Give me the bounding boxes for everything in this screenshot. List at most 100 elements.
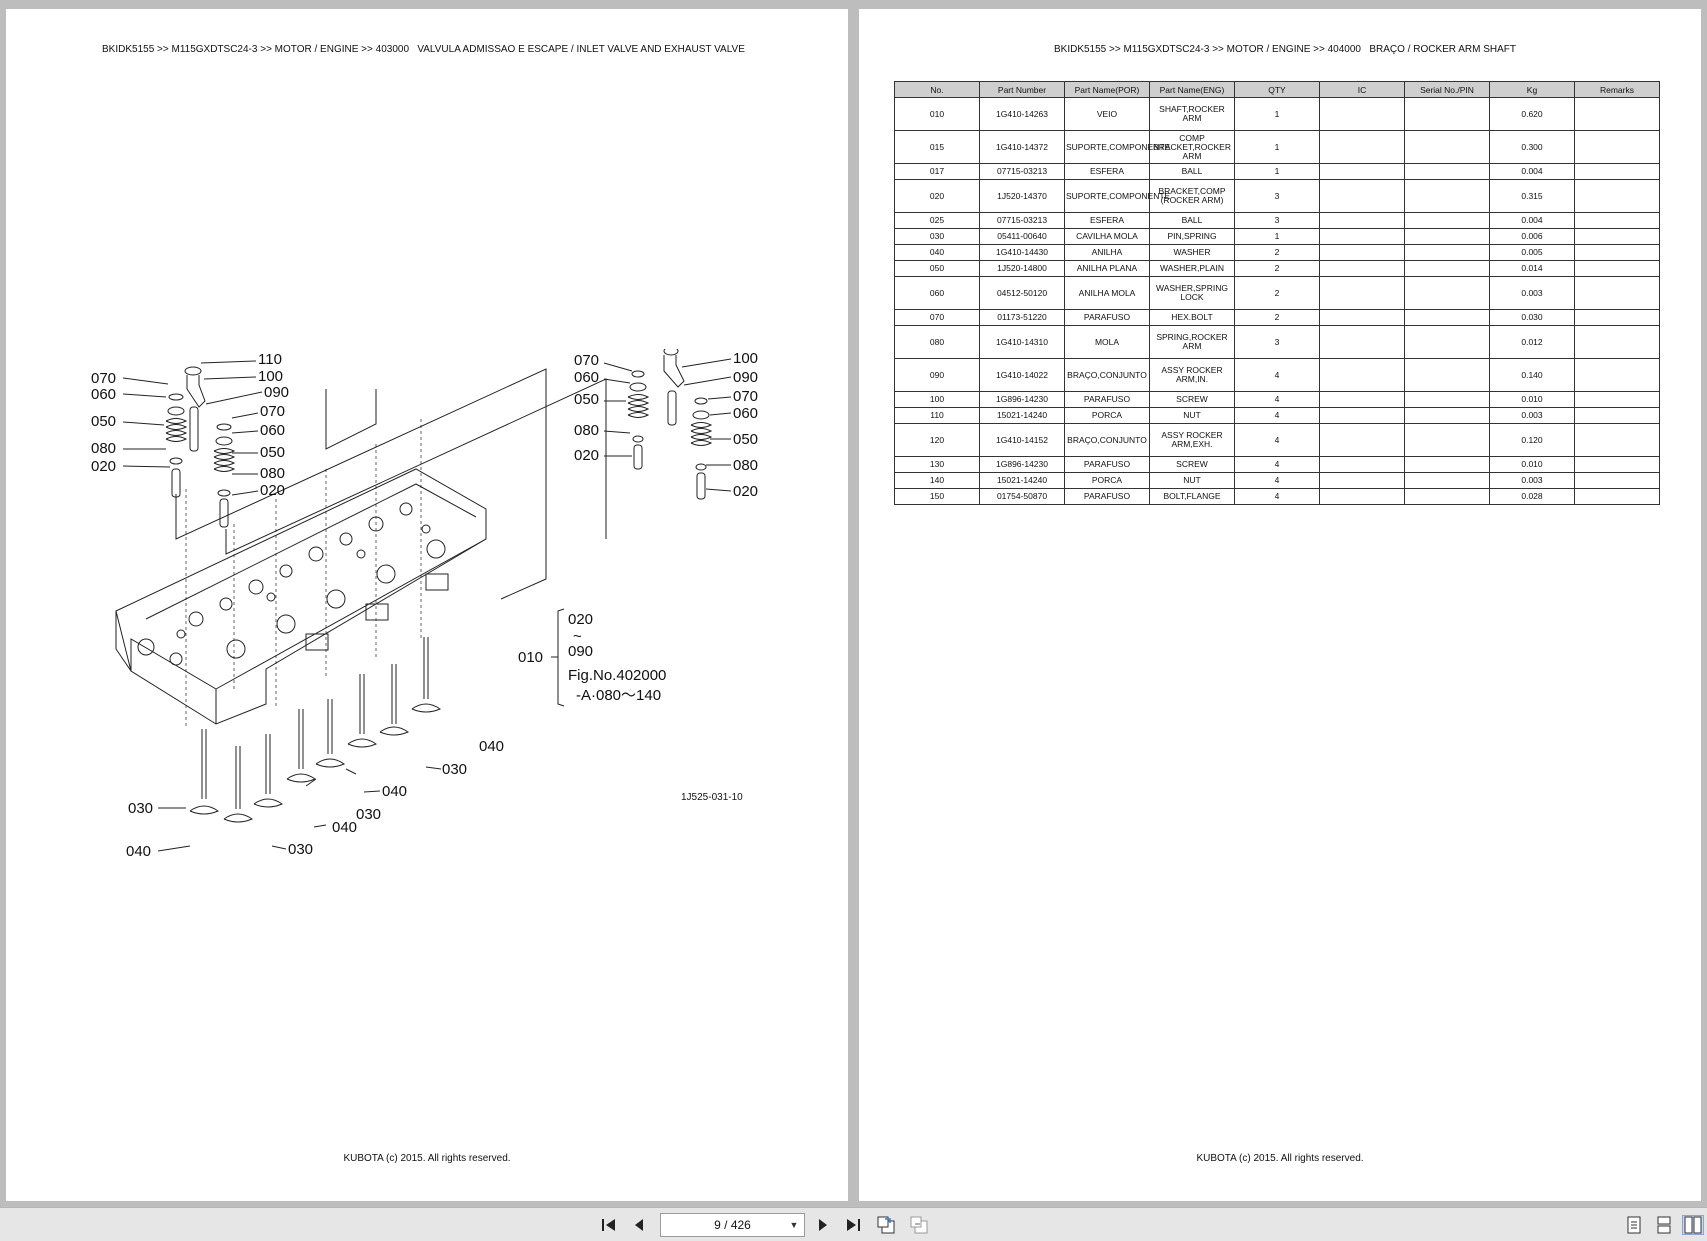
callout-060b: 060 bbox=[260, 422, 285, 439]
cell-part-number: 1J520-14800 bbox=[979, 260, 1065, 277]
cell-part-number: 05411-00640 bbox=[979, 228, 1065, 245]
col-header-ic: IC bbox=[1319, 81, 1405, 98]
cell-name-por: CAVILHA MOLA bbox=[1064, 228, 1150, 245]
cell-part-number: 15021-14240 bbox=[979, 472, 1065, 489]
next-page-icon[interactable] bbox=[812, 1215, 834, 1235]
cell-name-eng: WASHER,SPRING LOCK bbox=[1149, 276, 1235, 310]
cell-remarks bbox=[1574, 130, 1660, 164]
ref-range-top: 020 bbox=[568, 611, 593, 628]
left-page-header: BKIDK5155 >> M115GXDTSC24-3 >> MOTOR / E… bbox=[102, 44, 745, 55]
cell-remarks bbox=[1574, 391, 1660, 408]
cell-qty: 3 bbox=[1234, 179, 1320, 213]
cell-name-por: BRAÇO,CONJUNTO bbox=[1064, 358, 1150, 392]
cell-name-por: PARAFUSO bbox=[1064, 391, 1150, 408]
cell-name-eng: ASSY ROCKER ARM,EXH. bbox=[1149, 423, 1235, 457]
prev-page-icon[interactable] bbox=[628, 1215, 650, 1235]
page-number-field[interactable]: 9 / 426 ▼ bbox=[660, 1213, 805, 1237]
col-header-remarks: Remarks bbox=[1574, 81, 1660, 98]
cell-name-eng: NUT bbox=[1149, 407, 1235, 424]
cell-no: 025 bbox=[894, 212, 980, 229]
cell-no: 020 bbox=[894, 179, 980, 213]
cell-qty: 4 bbox=[1234, 358, 1320, 392]
cell-ic bbox=[1319, 97, 1405, 131]
cell-ic bbox=[1319, 358, 1405, 392]
cell-name-por: PORCA bbox=[1064, 472, 1150, 489]
cell-ic bbox=[1319, 391, 1405, 408]
continuous-icon[interactable] bbox=[1653, 1215, 1675, 1235]
fit-icon[interactable] bbox=[908, 1215, 930, 1235]
parts-table-header: No. Part Number Part Name(POR) Part Name… bbox=[894, 81, 1660, 98]
callout-r060: 060 bbox=[574, 369, 599, 386]
col-header-kg: Kg bbox=[1489, 81, 1575, 98]
callout-v040a: 040 bbox=[126, 843, 151, 860]
cell-ic bbox=[1319, 325, 1405, 359]
cell-remarks bbox=[1574, 228, 1660, 245]
cell-part-number: 1G410-14152 bbox=[979, 423, 1065, 457]
cell-no: 017 bbox=[894, 163, 980, 180]
cell-kg: 0.010 bbox=[1489, 456, 1575, 473]
cell-kg: 0.004 bbox=[1489, 163, 1575, 180]
cell-name-eng: WASHER,PLAIN bbox=[1149, 260, 1235, 277]
cell-kg: 0.003 bbox=[1489, 407, 1575, 424]
cell-remarks bbox=[1574, 163, 1660, 180]
cell-part-number: 01754-50870 bbox=[979, 488, 1065, 505]
callout-070b: 070 bbox=[260, 403, 285, 420]
cell-qty: 4 bbox=[1234, 456, 1320, 473]
cell-serial bbox=[1404, 309, 1490, 326]
cell-ic bbox=[1319, 456, 1405, 473]
rotate-icon[interactable] bbox=[875, 1215, 897, 1235]
cell-part-number: 1J520-14370 bbox=[979, 179, 1065, 213]
cell-serial bbox=[1404, 488, 1490, 505]
cell-qty: 3 bbox=[1234, 212, 1320, 229]
cell-qty: 1 bbox=[1234, 163, 1320, 180]
cell-ic bbox=[1319, 163, 1405, 180]
cell-serial bbox=[1404, 260, 1490, 277]
cell-qty: 1 bbox=[1234, 130, 1320, 164]
cell-no: 030 bbox=[894, 228, 980, 245]
page-indicator: 9 / 426 bbox=[714, 1218, 751, 1232]
ref-range-tilde: ~ bbox=[573, 628, 582, 645]
two-page-icon[interactable] bbox=[1682, 1215, 1704, 1235]
diagram-code: 1J525-031-10 bbox=[681, 792, 743, 803]
viewer-toolbar: 9 / 426 ▼ bbox=[0, 1207, 1707, 1241]
cell-qty: 2 bbox=[1234, 260, 1320, 277]
cell-remarks bbox=[1574, 423, 1660, 457]
cell-name-por: VEIO bbox=[1064, 97, 1150, 131]
callout-v040c: 040 bbox=[382, 783, 407, 800]
chevron-down-icon[interactable]: ▼ bbox=[789, 1220, 799, 1230]
single-page-icon[interactable] bbox=[1623, 1215, 1645, 1235]
ref-fig-sub: -A·080～140 bbox=[576, 687, 661, 704]
cell-qty: 4 bbox=[1234, 423, 1320, 457]
cell-name-por: ANILHA PLANA bbox=[1064, 260, 1150, 277]
cell-part-number: 07715-03213 bbox=[979, 212, 1065, 229]
cell-part-number: 1G410-14310 bbox=[979, 325, 1065, 359]
cell-qty: 4 bbox=[1234, 407, 1320, 424]
cell-name-por: MOLA bbox=[1064, 325, 1150, 359]
cell-ic bbox=[1319, 407, 1405, 424]
cell-no: 060 bbox=[894, 276, 980, 310]
cell-serial bbox=[1404, 244, 1490, 261]
cell-no: 100 bbox=[894, 391, 980, 408]
col-header-name-por: Part Name(POR) bbox=[1064, 81, 1150, 98]
cell-remarks bbox=[1574, 358, 1660, 392]
cell-part-number: 07715-03213 bbox=[979, 163, 1065, 180]
cell-serial bbox=[1404, 179, 1490, 213]
cell-qty: 4 bbox=[1234, 391, 1320, 408]
cell-remarks bbox=[1574, 260, 1660, 277]
cell-serial bbox=[1404, 472, 1490, 489]
callout-v040b: 040 bbox=[332, 819, 357, 836]
callout-r080b: 080 bbox=[733, 457, 758, 474]
callout-060: 060 bbox=[91, 386, 116, 403]
col-header-qty: QTY bbox=[1234, 81, 1320, 98]
first-page-icon[interactable] bbox=[598, 1215, 620, 1235]
last-page-icon[interactable] bbox=[842, 1215, 864, 1235]
cell-name-eng: SCREW bbox=[1149, 456, 1235, 473]
cell-kg: 0.010 bbox=[1489, 391, 1575, 408]
